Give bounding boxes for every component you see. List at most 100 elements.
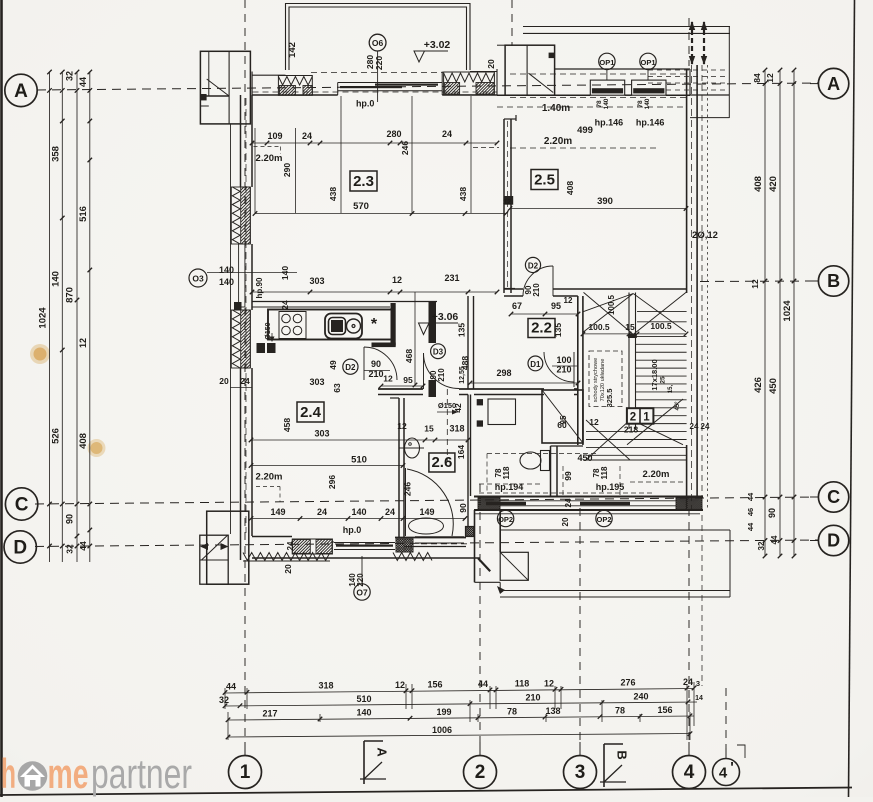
- svg-text:12,55: 12,55: [459, 366, 466, 384]
- svg-text:hp.146: hp.146: [595, 118, 624, 128]
- svg-text:100: 100: [556, 355, 571, 365]
- svg-text:199: 199: [436, 707, 451, 717]
- svg-text:450: 450: [577, 453, 592, 463]
- svg-text:O7: O7: [356, 588, 368, 598]
- svg-text:318: 318: [318, 681, 333, 691]
- svg-text:OP2: OP2: [498, 515, 513, 524]
- svg-text:70x120 układane: 70x120 układane: [600, 359, 606, 402]
- svg-text:+3.06: +3.06: [432, 311, 459, 323]
- svg-text:95: 95: [551, 301, 561, 311]
- svg-text:24: 24: [690, 422, 699, 431]
- svg-text:D2: D2: [528, 261, 539, 270]
- svg-text:15: 15: [424, 424, 434, 434]
- svg-text:44: 44: [478, 679, 488, 689]
- svg-text:118: 118: [600, 466, 609, 479]
- svg-text:me: me: [48, 750, 89, 797]
- svg-text:C: C: [827, 487, 840, 507]
- svg-text:140: 140: [603, 98, 610, 109]
- svg-text:516: 516: [78, 206, 89, 222]
- svg-text:12: 12: [589, 417, 599, 427]
- svg-text:44: 44: [770, 535, 779, 544]
- svg-text:325.5: 325.5: [605, 389, 614, 408]
- svg-text:32: 32: [65, 71, 75, 81]
- svg-text:32: 32: [65, 544, 75, 554]
- svg-text:Ø150: Ø150: [265, 322, 272, 339]
- svg-text:20: 20: [219, 376, 229, 386]
- svg-text:44: 44: [78, 77, 88, 87]
- svg-text:276: 276: [620, 678, 635, 688]
- svg-text:D: D: [827, 531, 840, 551]
- svg-text:24: 24: [385, 507, 395, 517]
- svg-text:63: 63: [332, 383, 342, 393]
- svg-text:2: 2: [475, 762, 486, 783]
- svg-text:140: 140: [644, 98, 651, 109]
- svg-text:156: 156: [657, 705, 672, 715]
- svg-text:4: 4: [684, 762, 695, 783]
- svg-text:OP1: OP1: [599, 58, 614, 67]
- svg-text:210: 210: [368, 369, 383, 379]
- svg-text:44: 44: [226, 681, 236, 691]
- svg-text:2: 2: [630, 412, 636, 424]
- svg-text:220: 220: [374, 56, 384, 70]
- svg-text:90: 90: [65, 514, 75, 524]
- svg-text:450: 450: [768, 378, 779, 394]
- svg-text:12: 12: [383, 374, 393, 384]
- svg-text:140: 140: [51, 271, 62, 287]
- svg-text:408: 408: [78, 433, 89, 449]
- svg-text:+3.02: +3.02: [424, 39, 451, 51]
- svg-text:O6: O6: [372, 38, 384, 48]
- svg-text:118: 118: [515, 679, 530, 689]
- svg-text:84: 84: [752, 73, 762, 83]
- svg-text:1: 1: [240, 762, 251, 783]
- svg-text:25: 25: [660, 376, 667, 384]
- svg-text:OP2: OP2: [596, 515, 611, 524]
- svg-text:210: 210: [556, 365, 571, 375]
- svg-text:510: 510: [356, 694, 371, 704]
- svg-text:49: 49: [328, 360, 338, 370]
- svg-text:12: 12: [750, 279, 760, 289]
- svg-text:142: 142: [287, 42, 298, 58]
- svg-text:1024: 1024: [38, 307, 49, 329]
- svg-text:15: 15: [625, 322, 635, 332]
- svg-text:231: 231: [444, 273, 459, 283]
- svg-text:A: A: [14, 81, 28, 102]
- svg-text:1006: 1006: [432, 725, 452, 735]
- svg-text:408: 408: [565, 181, 575, 195]
- svg-text:': ': [730, 759, 734, 776]
- svg-text:90: 90: [371, 359, 381, 369]
- svg-text:140: 140: [219, 277, 234, 287]
- svg-text:438: 438: [458, 187, 468, 201]
- svg-text:44: 44: [746, 492, 755, 501]
- svg-text:246: 246: [400, 141, 410, 155]
- svg-text:17x18.00: 17x18.00: [650, 359, 659, 390]
- svg-text:15,: 15,: [668, 384, 674, 393]
- svg-text:hp.0: hp.0: [356, 99, 375, 109]
- svg-text:schody strychowe: schody strychowe: [593, 358, 599, 402]
- svg-text:149: 149: [270, 507, 285, 517]
- svg-text:12: 12: [765, 73, 775, 83]
- svg-text:318: 318: [449, 424, 464, 434]
- svg-text:24: 24: [442, 129, 452, 139]
- svg-text:164: 164: [456, 445, 466, 459]
- svg-text:Ø150: Ø150: [438, 401, 456, 410]
- svg-text:2.2: 2.2: [531, 320, 552, 337]
- svg-text:570: 570: [353, 201, 369, 212]
- svg-text:99: 99: [563, 471, 573, 481]
- svg-text:140: 140: [219, 265, 234, 275]
- svg-text:1: 1: [643, 412, 650, 424]
- svg-text:109: 109: [267, 131, 282, 141]
- svg-text:298: 298: [496, 368, 511, 378]
- svg-text:3: 3: [575, 762, 586, 783]
- svg-text:24: 24: [240, 376, 250, 386]
- svg-text:280: 280: [365, 55, 375, 69]
- svg-text:870: 870: [65, 287, 76, 303]
- svg-text:90: 90: [524, 285, 533, 294]
- svg-text:217: 217: [262, 708, 277, 718]
- svg-text:458: 458: [282, 418, 292, 432]
- svg-text:246: 246: [403, 482, 413, 496]
- svg-text:hp.194: hp.194: [495, 482, 524, 492]
- svg-text:A: A: [375, 747, 390, 757]
- svg-text:hp.195: hp.195: [596, 482, 625, 492]
- svg-text:45°: 45°: [675, 401, 681, 411]
- svg-text:90: 90: [429, 370, 438, 379]
